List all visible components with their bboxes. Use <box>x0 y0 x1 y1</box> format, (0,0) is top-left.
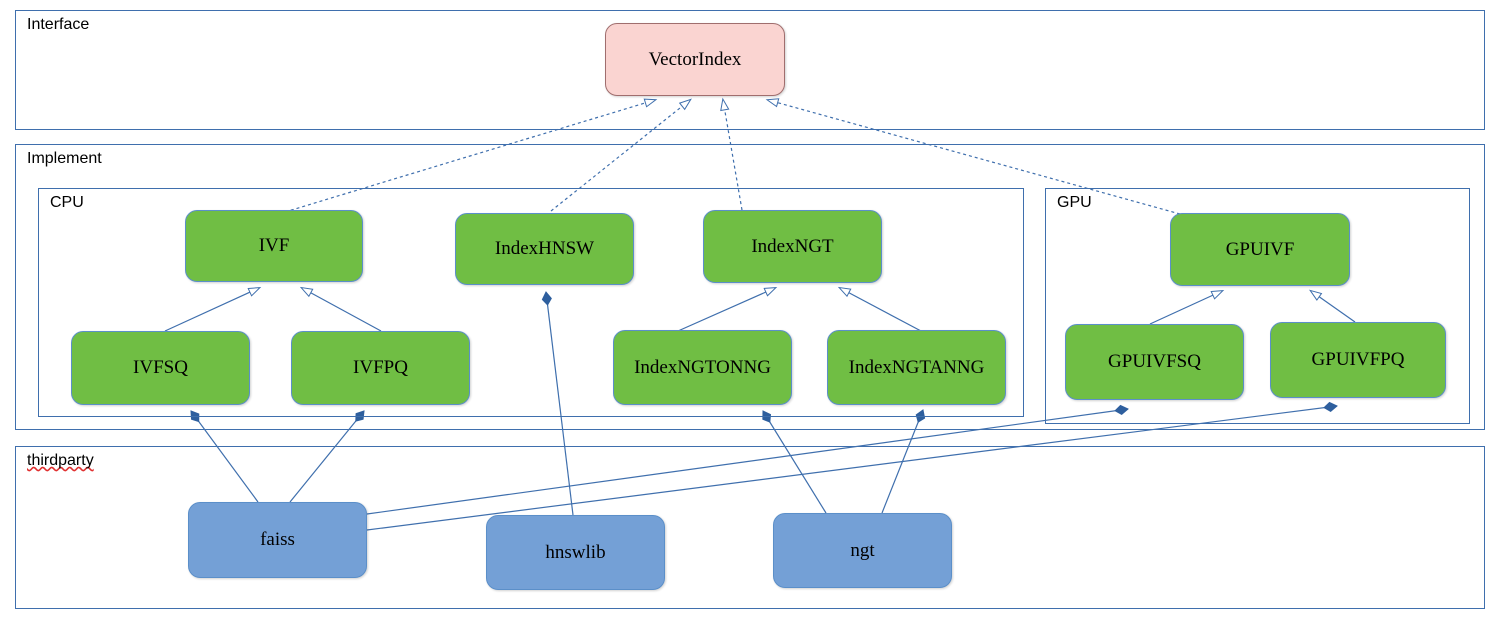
group-implement-label: Implement <box>27 150 102 167</box>
node-hnswlib[interactable]: hnswlib <box>486 515 665 590</box>
group-cpu: CPU <box>38 188 1024 417</box>
node-ivfpq[interactable]: IVFPQ <box>291 331 470 405</box>
node-gpuivf[interactable]: GPUIVF <box>1170 213 1350 286</box>
node-indexngtanng[interactable]: IndexNGTANNG <box>827 330 1006 405</box>
node-gpuivfsq[interactable]: GPUIVFSQ <box>1065 324 1244 400</box>
node-ivfsq[interactable]: IVFSQ <box>71 331 250 405</box>
node-vectorindex[interactable]: VectorIndex <box>605 23 785 96</box>
node-faiss[interactable]: faiss <box>188 502 367 578</box>
group-gpu: GPU <box>1045 188 1470 424</box>
node-indexngtonng[interactable]: IndexNGTONNG <box>613 330 792 405</box>
group-interface-label: Interface <box>27 16 90 33</box>
node-indexngt[interactable]: IndexNGT <box>703 210 882 283</box>
group-interface: Interface <box>15 10 1485 130</box>
group-thirdparty-label: thirdparty <box>27 452 94 469</box>
group-cpu-label: CPU <box>50 194 84 211</box>
node-ngt[interactable]: ngt <box>773 513 952 588</box>
node-gpuivfpq[interactable]: GPUIVFPQ <box>1270 322 1446 398</box>
node-indexhnsw[interactable]: IndexHNSW <box>455 213 634 285</box>
group-thirdparty: thirdparty <box>15 446 1485 609</box>
node-ivf[interactable]: IVF <box>185 210 363 282</box>
group-gpu-label: GPU <box>1057 194 1092 211</box>
group-implement: Implement <box>15 144 1485 430</box>
